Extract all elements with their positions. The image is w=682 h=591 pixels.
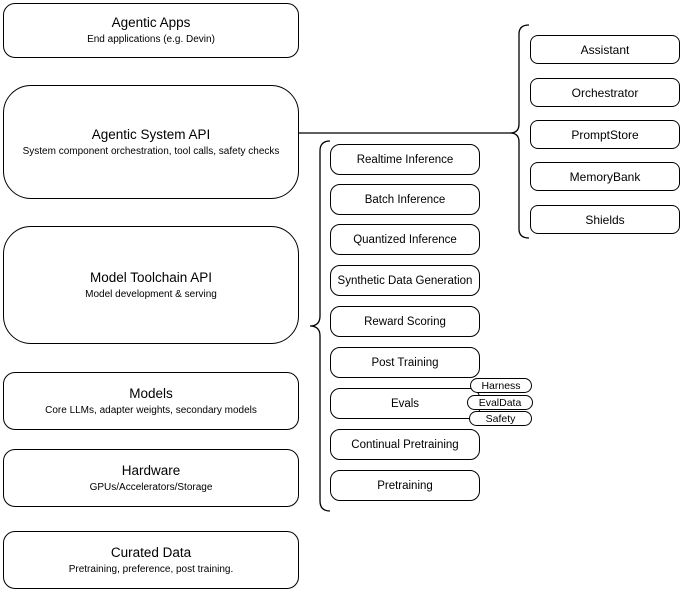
system-group-brace: [509, 24, 530, 239]
node-models: Models Core LLMs, adapter weights, secon…: [3, 372, 299, 430]
node-realtime-inference: Realtime Inference: [330, 144, 480, 175]
node-shields: Shields: [530, 205, 680, 234]
node-subtitle: System component orchestration, tool cal…: [22, 145, 280, 157]
node-title: Agentic System API: [91, 126, 211, 142]
node-post-training: Post Training: [330, 347, 480, 378]
node-evals: Evals: [330, 388, 480, 419]
node-title: Hardware: [121, 462, 181, 478]
node-model-toolchain-api: Model Toolchain API Model development & …: [3, 226, 299, 344]
evals-tag-harness: Harness: [470, 378, 532, 393]
node-subtitle: Core LLMs, adapter weights, secondary mo…: [45, 404, 257, 416]
node-title: Model Toolchain API: [89, 269, 213, 285]
node-memorybank: MemoryBank: [530, 162, 680, 191]
node-subtitle: Model development & serving: [85, 288, 217, 300]
node-subtitle: Pretraining, preference, post training.: [68, 563, 234, 575]
node-subtitle: GPUs/Accelerators/Storage: [89, 481, 213, 493]
node-curated-data: Curated Data Pretraining, preference, po…: [3, 531, 299, 589]
node-pretraining: Pretraining: [330, 470, 480, 501]
node-quantized-inference: Quantized Inference: [330, 224, 480, 255]
evals-tag-evaldata: EvalData: [467, 395, 533, 410]
node-batch-inference: Batch Inference: [330, 184, 480, 215]
node-title: Agentic Apps: [111, 15, 191, 30]
node-orchestrator: Orchestrator: [530, 78, 680, 107]
node-promptstore: PromptStore: [530, 120, 680, 149]
node-agentic-system-api: Agentic System API System component orch…: [3, 85, 299, 199]
node-synthetic-data-generation: Synthetic Data Generation: [330, 265, 480, 296]
node-subtitle: End applications (e.g. Devin): [87, 34, 215, 45]
node-title: Curated Data: [110, 544, 192, 560]
node-assistant: Assistant: [530, 35, 680, 64]
evals-tag-safety: Safety: [469, 411, 532, 426]
toolchain-group-brace: [309, 140, 331, 512]
node-agentic-apps: Agentic Apps End applications (e.g. Devi…: [3, 3, 299, 58]
node-continual-pretraining: Continual Pretraining: [330, 429, 480, 460]
node-title: Models: [129, 385, 173, 401]
node-hardware: Hardware GPUs/Accelerators/Storage: [3, 449, 299, 507]
node-reward-scoring: Reward Scoring: [330, 306, 480, 337]
